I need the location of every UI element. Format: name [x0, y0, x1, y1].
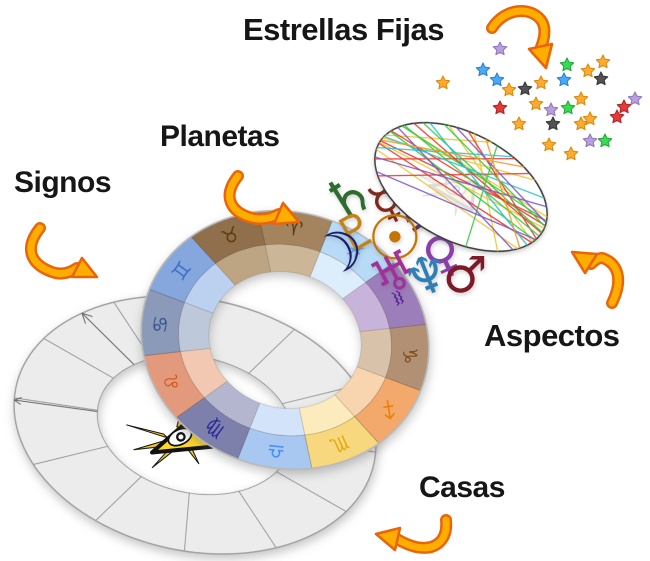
arrow-body	[27, 224, 81, 278]
aspect-line	[380, 139, 524, 168]
arrow-head-icon	[374, 526, 402, 552]
aspect-line	[455, 126, 547, 224]
arrow-body	[587, 254, 622, 307]
aspect-line	[401, 125, 547, 222]
aspect-line	[403, 124, 540, 237]
star-icon	[501, 82, 517, 97]
star-icon	[573, 91, 589, 106]
house-axis-line	[81, 312, 135, 365]
star-icon	[627, 91, 643, 106]
star-icon	[595, 54, 611, 69]
aspect-line	[422, 122, 543, 233]
star-icon	[492, 41, 508, 56]
arrow-head-icon	[70, 256, 99, 279]
star-icon	[511, 116, 527, 131]
star-icon	[528, 96, 544, 111]
star-icon	[435, 75, 451, 90]
house-axis-arrowhead-icon	[81, 312, 93, 324]
arrow-head-icon	[570, 250, 599, 275]
aspect-line	[375, 148, 519, 250]
star-icon	[475, 62, 491, 77]
star-icon	[593, 71, 609, 86]
aspect-line	[413, 122, 542, 234]
label-signos: Signos	[14, 166, 112, 199]
star-icon	[533, 75, 549, 90]
star-icon	[489, 72, 505, 87]
arrow-planetas-icon	[223, 170, 301, 226]
aspect-line	[378, 142, 533, 244]
star-icon	[492, 100, 508, 115]
arrow-body	[488, 7, 548, 51]
label-planetas: Planetas	[160, 120, 280, 153]
aspect-line	[467, 130, 538, 240]
zodiac-glyph-capricornio: ♑	[397, 345, 423, 365]
aspects-outline	[374, 121, 548, 253]
aspect-line	[429, 122, 528, 246]
aspect-line	[465, 145, 498, 247]
label-aspectos: Aspectos	[484, 318, 620, 353]
aspect-line	[383, 135, 545, 199]
aspect-line	[397, 126, 514, 251]
zodiac-glyph-libra: ♎	[266, 439, 286, 465]
zodiac-wheel: ♈♉♊♋♌♍♎♏♐♑♒♓	[140, 209, 430, 471]
aspect-line	[485, 138, 521, 249]
star-icon	[563, 146, 579, 161]
star-icon	[560, 100, 576, 115]
eye-ray-icon	[454, 199, 459, 216]
planet-symbol-marte: ♂	[443, 246, 488, 304]
fixed-stars-field	[435, 41, 643, 161]
arrow-casas-icon	[374, 514, 453, 554]
arrow-body	[226, 172, 283, 223]
zodiac-outline	[140, 209, 430, 471]
aspect-line	[374, 156, 547, 208]
star-icon	[597, 133, 613, 148]
aspect-line	[380, 140, 547, 222]
star-icon	[543, 102, 559, 117]
star-icon	[582, 133, 598, 148]
zodiac-glyph-cancer: ♋	[147, 314, 173, 334]
aspect-line	[376, 171, 537, 241]
star-icon	[580, 63, 596, 78]
label-estrellas-fijas: Estrellas Fijas	[243, 12, 445, 47]
arrow-body	[393, 516, 450, 552]
eye-triangle-icon	[427, 179, 476, 212]
star-icon	[616, 99, 632, 114]
label-casas: Casas	[419, 471, 505, 504]
star-icon	[609, 109, 625, 124]
aspects-ellipse	[374, 121, 548, 253]
arrow-estrellas-icon	[486, 5, 554, 70]
eye-ray-icon	[418, 174, 443, 189]
star-icon	[545, 116, 561, 131]
star-icon	[517, 81, 533, 96]
arrow-signos-icon	[25, 222, 99, 280]
house-axis-arrowhead-icon	[13, 397, 22, 405]
star-icon	[541, 137, 557, 152]
houses-outline	[13, 295, 377, 555]
star-icon	[556, 72, 572, 87]
aspect-line	[377, 172, 530, 177]
star-icon	[582, 111, 598, 126]
star-icon	[559, 57, 575, 72]
eye-pupil-icon	[176, 432, 186, 442]
eye-ray-icon	[126, 424, 169, 439]
arrow-head-icon	[527, 42, 554, 70]
arrow-aspectos-icon	[570, 250, 625, 309]
house-axis-line	[14, 399, 98, 413]
zodiac-sector-inner-piscis	[309, 251, 367, 300]
arrow-head-icon	[272, 201, 301, 226]
